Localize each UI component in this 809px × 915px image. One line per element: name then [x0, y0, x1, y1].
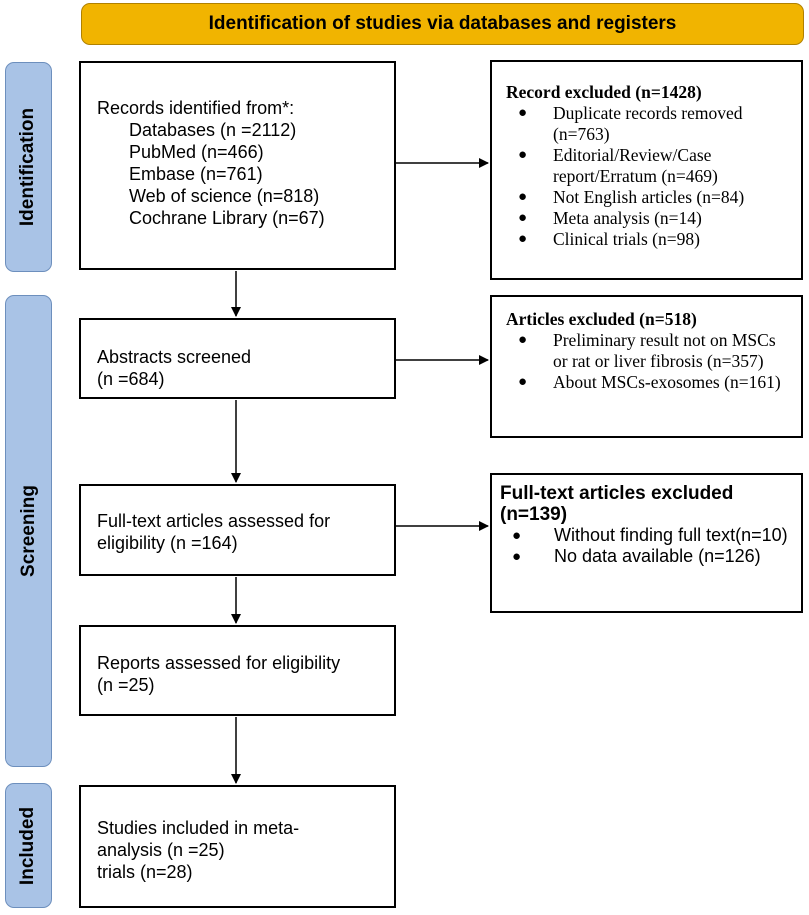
fulltext-assessed-label: Full-text articles assessed for: [97, 511, 331, 531]
list-item: About MSCs-exosomes (n=161): [506, 372, 793, 393]
records-excluded-list: Duplicate records removed (n=763) Editor…: [506, 103, 793, 250]
list-item: Without finding full text(n=10): [500, 525, 793, 546]
records-identified-title: Records identified from*:: [97, 98, 295, 118]
records-excluded-title: Record excluded (n=1428): [506, 82, 702, 102]
databases-count: Databases (n =2112): [129, 120, 297, 140]
list-item: Clinical trials (n=98): [506, 229, 793, 250]
records-identified-box: Records identified from*: Databases (n =…: [79, 61, 396, 270]
fulltext-assessed-box: Full-text articles assessed for eligibil…: [79, 484, 396, 576]
trials-count: trials (n=28): [97, 862, 193, 882]
list-item: Not English articles (n=84): [506, 187, 793, 208]
records-excluded-box: Record excluded (n=1428) Duplicate recor…: [490, 60, 803, 280]
pubmed-count: PubMed (n=466): [129, 142, 264, 162]
studies-included-count: analysis (n =25): [97, 840, 225, 860]
abstracts-screened-box: Abstracts screened (n =684): [79, 318, 396, 399]
section-header-title: Identification of studies via databases …: [208, 13, 677, 34]
studies-included-label: Studies included in meta-: [97, 818, 300, 838]
stage-identification: Identification: [5, 62, 52, 272]
abstracts-screened-label: Abstracts screened: [97, 347, 252, 367]
studies-included-box: Studies included in meta- analysis (n =2…: [79, 785, 396, 908]
fulltext-excluded-box: Full-text articles excluded (n=139) With…: [490, 473, 803, 613]
reports-assessed-box: Reports assessed for eligibility (n =25): [79, 625, 396, 716]
cochrane-library-count: Cochrane Library (n=67): [129, 208, 325, 228]
reports-assessed-label: Reports assessed for eligibility: [97, 653, 341, 673]
fulltext-excluded-list: Without finding full text(n=10) No data …: [500, 525, 793, 567]
list-item: Duplicate records removed (n=763): [506, 103, 793, 145]
stage-included: Included: [5, 783, 52, 908]
fulltext-assessed-count: eligibility (n =164): [97, 533, 238, 553]
abstracts-screened-count: (n =684): [97, 369, 165, 389]
embase-count: Embase (n=761): [129, 164, 263, 184]
articles-excluded-box: Articles excluded (n=518) Preliminary re…: [490, 295, 803, 438]
stage-screening: Screening: [5, 295, 52, 767]
section-header: Identification of studies via databases …: [81, 3, 804, 45]
list-item: Preliminary result not on MSCs or rat or…: [506, 330, 793, 372]
list-item: Editorial/Review/Case report/Erratum (n=…: [506, 145, 793, 187]
fulltext-excluded-title: Full-text articles excluded (n=139): [500, 483, 734, 525]
list-item: No data available (n=126): [500, 546, 793, 567]
articles-excluded-title: Articles excluded (n=518): [506, 309, 697, 329]
articles-excluded-list: Preliminary result not on MSCs or rat or…: [506, 330, 793, 393]
web-of-science-count: Web of science (n=818): [129, 186, 320, 206]
reports-assessed-count: (n =25): [97, 675, 155, 695]
list-item: Meta analysis (n=14): [506, 208, 793, 229]
